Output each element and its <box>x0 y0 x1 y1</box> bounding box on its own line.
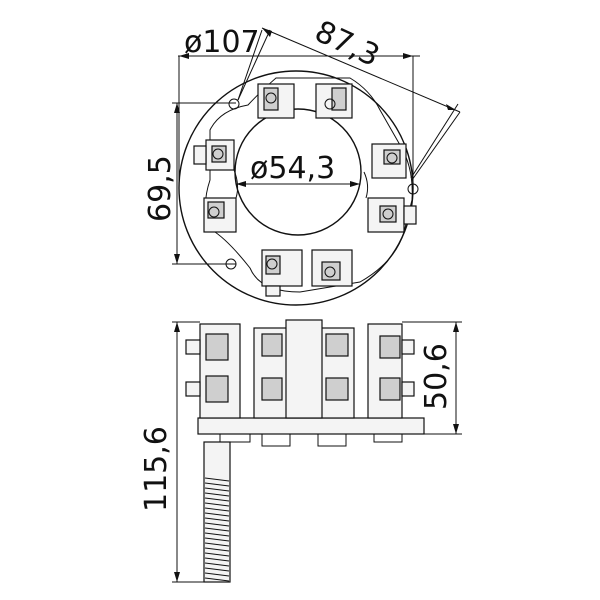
brush-holder-left-upper <box>193 139 235 171</box>
thread-line <box>204 537 230 542</box>
side-dimensions: 50,6 115,6 <box>139 321 462 583</box>
side-center-holder <box>253 319 355 419</box>
thread-line <box>204 477 230 482</box>
thread-line <box>204 577 230 582</box>
threaded-stud <box>203 441 231 583</box>
vertical-width-label: 69,5 <box>143 155 178 222</box>
brush-holder-bottom-left <box>261 249 303 297</box>
strap-right <box>363 171 369 199</box>
thread-line <box>204 492 230 497</box>
brush-holder-right-lower <box>367 197 417 233</box>
thread-line <box>204 572 230 577</box>
side-view <box>185 319 425 583</box>
top-view <box>178 70 419 306</box>
brush-holder-left-lower <box>203 197 237 233</box>
thread-line <box>204 542 230 547</box>
thread-line <box>204 507 230 512</box>
total-height-label: 115,6 <box>139 426 174 512</box>
base-plate <box>197 417 425 435</box>
thread-line <box>204 547 230 552</box>
thread-line <box>204 527 230 532</box>
side-right-holder <box>367 323 415 419</box>
thread-line <box>204 552 230 557</box>
thread-line <box>204 522 230 527</box>
thread-line <box>204 487 230 492</box>
thread-line <box>204 517 230 522</box>
brush-holder-right-upper <box>371 143 407 179</box>
thread-line <box>204 512 230 517</box>
thread-line <box>204 532 230 537</box>
thread-line <box>204 482 230 487</box>
thread-line <box>204 502 230 507</box>
thread-line <box>204 557 230 562</box>
thread-line <box>204 567 230 572</box>
diagonal-length-label: 87,3 <box>309 14 384 74</box>
inner-diameter-label: ø54,3 <box>250 151 335 186</box>
brush-holder-top-right <box>315 83 353 119</box>
side-left-holder <box>185 323 241 419</box>
outer-diameter-label: ø107 <box>184 25 260 60</box>
top-dimensions: ø107 87,3 69,5 ø54,3 <box>143 14 461 265</box>
brush-holder-top-left <box>257 83 295 119</box>
thread-line <box>204 562 230 567</box>
thread-line <box>204 497 230 502</box>
brush-holder-bottom-right <box>311 249 353 287</box>
side-height-label: 50,6 <box>419 343 454 410</box>
